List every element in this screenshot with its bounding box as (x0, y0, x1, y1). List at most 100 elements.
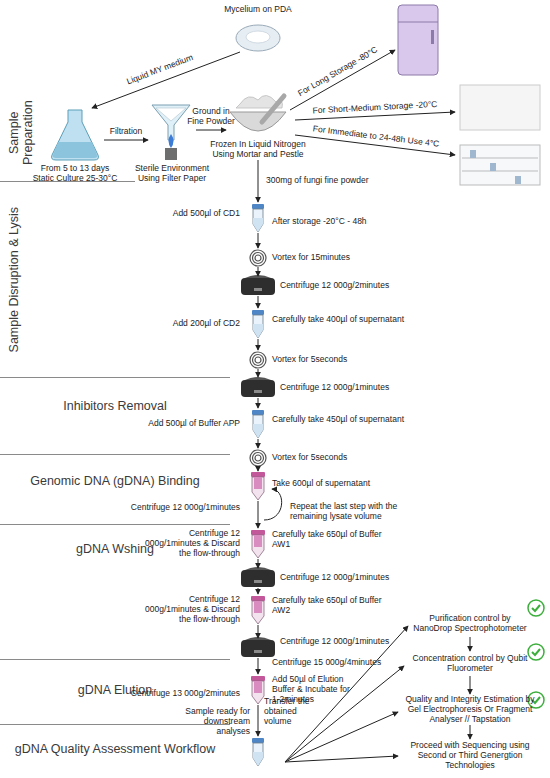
step-note: Carefully take 400µl of supernatant (272, 315, 412, 325)
freezer-handle (431, 30, 434, 44)
step-note: Carefully take 650µl of Buffer AW1 (272, 530, 382, 550)
step-note: Sterile Environment Using Filter Paper (132, 164, 212, 184)
pestle (262, 96, 284, 122)
mycelium (246, 31, 270, 43)
step-note: Quality and Integrity Estimation by Gel … (405, 695, 535, 724)
step-note: Centrifuge 13 000g/2minutes (110, 689, 240, 699)
petri-dish (236, 25, 280, 51)
step-note: Purification control by NanoDrop Spectro… (413, 614, 528, 634)
step-note: Ground in Fine Powder (185, 107, 237, 127)
step-note: Frozen In Liquid Nitrogen Using Mortar a… (208, 140, 308, 160)
culture-flask (52, 110, 99, 160)
step-note: Vortex for 5seconds (272, 453, 382, 463)
section-band: Genomic DNA (gDNA) Binding (0, 455, 230, 525)
fridge-item (515, 176, 521, 184)
check-mark (528, 644, 544, 660)
filter-paper (156, 108, 186, 121)
flow-arrow (258, 588, 259, 594)
step-note: Centrifuge 12 000g/1minutes (110, 503, 240, 513)
flow-arrow (258, 705, 259, 736)
step-note: Proceed with Sequencing using Second or … (405, 741, 535, 770)
step-note: Add 500µl of Buffer APP (130, 419, 240, 429)
step-note: Centrifuge 12 000g/1minutes (280, 637, 400, 647)
section-title: Genomic DNA (gDNA) Binding (30, 475, 200, 489)
flow-arrow (258, 267, 259, 276)
flow-arrow (258, 625, 259, 638)
step-note: After storage -20°C - 48h (272, 217, 392, 227)
step-note: Take 600µl of supernatant (272, 479, 392, 489)
flow-arrow (258, 559, 259, 568)
section-title: Inhibitors Removal (63, 400, 167, 414)
tube-symbol (252, 738, 264, 766)
step-note: Add 200µl of CD2 (140, 319, 240, 329)
section-title: gDNA Quality Assessment Workflow (15, 743, 216, 757)
tube-symbol (252, 310, 264, 338)
fridge-item (490, 163, 496, 171)
freezer-door (398, 22, 438, 23)
step-note: Mycelium on PDA (208, 5, 308, 15)
freezer-20 (460, 85, 540, 130)
step-note: Filtration (101, 127, 151, 137)
repeat-arrow (264, 489, 282, 520)
column-tube-symbol (251, 596, 265, 624)
step-note: From 5 to 13 days Static Culture 25-30°C (30, 164, 120, 184)
section-title: Sample Preparation (8, 84, 36, 181)
step-note: Centrifuge 12 000g/1minutes (280, 383, 410, 393)
step-note: 300mg of fungi fine powder (266, 176, 376, 186)
column-tube-symbol (251, 472, 265, 500)
flask-medium (53, 142, 97, 158)
step-note: Centrifuge 12 000g/1minutes & Discard th… (140, 529, 240, 558)
centrifuge-symbol (241, 275, 275, 295)
flow-arrow (258, 398, 259, 408)
step-note: Repeat the last step with the remaining … (290, 502, 400, 522)
step-note: Vortex for 15minutes (272, 253, 382, 263)
step-note: Carefully take 650µl of Buffer AW2 (272, 596, 382, 616)
step-note: Centrifuge 12 000g/1minutes (280, 573, 410, 583)
step-note: Transfer the obtained volume (264, 697, 324, 726)
step-note: Centrifuge 12 000g/2minutes (280, 281, 410, 291)
step-note: Sample ready for downstream analyses (170, 707, 250, 736)
step-note: Concentration control by Qubit Fluoromet… (413, 654, 528, 674)
vortex-symbol (250, 250, 266, 266)
centrifuge-symbol (241, 637, 275, 657)
flow-arrow (258, 501, 259, 528)
section-title: gDNA Wshing (76, 543, 154, 557)
step-note: For Short-Medium Storage -20°C (300, 99, 450, 117)
flow-arrow (285, 712, 398, 762)
flow-arrows (258, 160, 259, 736)
section-title: Sample Disruption & Lysis (8, 207, 22, 352)
flow-arrow (290, 50, 395, 110)
burner-flame (169, 134, 174, 148)
step-note: For Immediate to 24-48h Use 4°C (301, 123, 451, 151)
step-note: Centrifuge 12 000g/1minutes & Discard th… (140, 595, 240, 624)
vortex-symbol (250, 450, 266, 466)
flow-arrow (258, 160, 259, 202)
flow-arrow (285, 756, 398, 762)
flow-arrow (258, 658, 259, 674)
burner (165, 148, 177, 160)
tube-symbol (252, 204, 264, 232)
centrifuge-symbol (241, 377, 275, 397)
column-tube-symbol (251, 676, 265, 704)
flow-arrow (258, 339, 259, 350)
section-band: gDNA Quality Assessment Workflow (0, 725, 230, 778)
flow-arrow (258, 439, 259, 448)
step-note: Add 500µl of CD1 (140, 209, 240, 219)
fridge-4 (460, 145, 540, 185)
flow-arrow (196, 130, 226, 131)
check-mark (528, 600, 544, 616)
step-note: Centrifuge 15 000g/4minutes (272, 658, 392, 668)
flow-arrow (258, 233, 259, 248)
step-note: Vortex for 5seconds (272, 355, 382, 365)
flow-arrow (470, 676, 471, 694)
mortar (230, 112, 286, 131)
flow-arrow (470, 725, 471, 739)
step-note: Liquid MY medium (107, 46, 213, 95)
vortex-symbol (250, 352, 266, 368)
fridge-item (470, 150, 476, 158)
flow-arrow (92, 52, 240, 108)
centrifuge-symbol (241, 567, 275, 587)
fridge-shelf (462, 171, 538, 172)
section-band: Inhibitors Removal (0, 378, 230, 455)
